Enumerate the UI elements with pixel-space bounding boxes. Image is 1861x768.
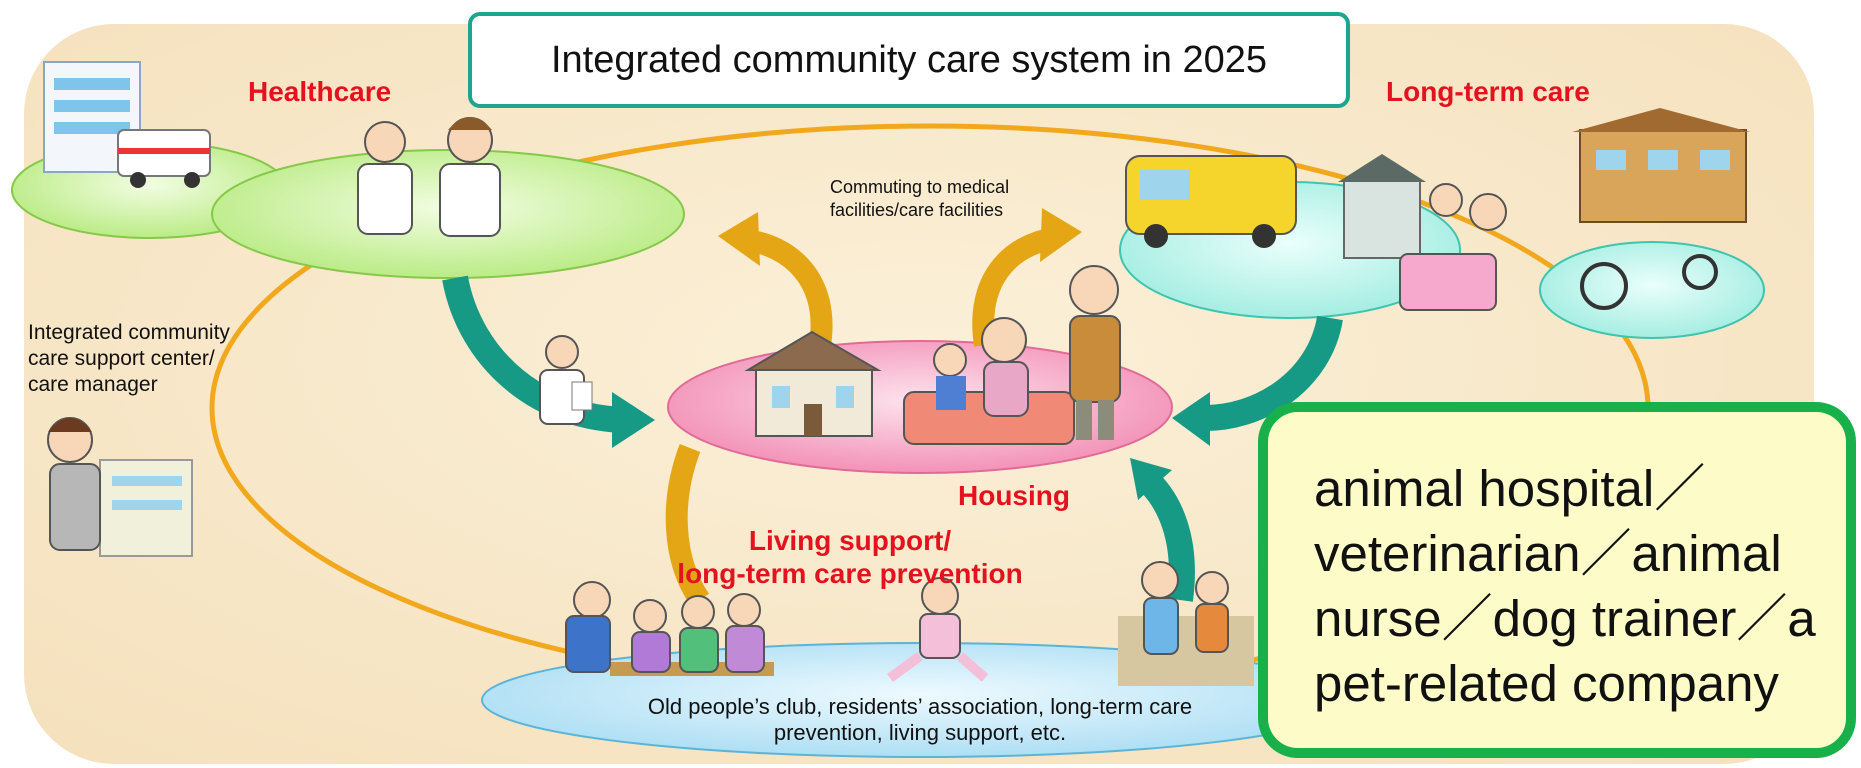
commuting-line-1: Commuting to medical (830, 177, 1010, 197)
arrow-commute-left-head (718, 212, 760, 266)
house-illustration (744, 330, 882, 437)
arrow-housing-to-living (665, 444, 710, 607)
commuting-line-2: facilities/care facilities (830, 200, 1004, 220)
community-groups-line-1: Old people’s club, residents’ associatio… (647, 694, 1193, 719)
pet-services-overlay-box: animal hospital／ veterinarian／animal nur… (1258, 402, 1856, 758)
helpers-illustration (1118, 561, 1254, 686)
long-term-care-label: Long-term care (1386, 76, 1590, 107)
living-support-label: Living support/ long-term care preventio… (650, 524, 1050, 590)
family-illustration (903, 265, 1121, 445)
care-ellipse-right (1539, 241, 1765, 339)
arrow-community-to-housing-head (1130, 458, 1172, 500)
overlay-line-2: veterinarian／animal (1314, 525, 1782, 582)
seniors-group-illustration (565, 581, 774, 676)
overlay-line-3: nurse／dog trainer／a (1314, 590, 1816, 647)
arrow-commute-right-head (1040, 208, 1082, 262)
living-support-line-1: Living support/ (748, 525, 952, 556)
arrow-care-to-housing (1199, 315, 1343, 432)
care-facility-illustration (1338, 154, 1507, 311)
visiting-doctor-illustration (539, 335, 593, 425)
housing-label: Housing (958, 480, 1070, 511)
arrow-commute-left (743, 229, 833, 347)
doctors-illustration (357, 117, 501, 237)
diagram-title: Integrated community care system in 2025 (468, 12, 1350, 108)
healthcare-label: Healthcare (248, 76, 392, 107)
support-center-line-3: care manager (28, 373, 158, 396)
community-groups-label: Old people’s club, residents’ associatio… (590, 694, 1250, 746)
arrow-healthcare-to-housing-head (612, 392, 655, 448)
care-van-illustration (1125, 155, 1297, 248)
diagram-title-text: Integrated community care system in 2025 (550, 38, 1267, 81)
support-center-label: Integrated community care support center… (28, 320, 230, 398)
nursing-home-illustration (1572, 108, 1750, 310)
community-groups-line-2: prevention, living support, etc. (773, 720, 1067, 745)
support-center-line-2: care support center/ (28, 347, 215, 370)
overlay-line-4: pet-related company (1314, 655, 1779, 712)
living-support-line-2: long-term care prevention (677, 558, 1023, 589)
ambulance-illustration (117, 129, 211, 188)
arrow-commute-right (972, 227, 1058, 347)
support-center-line-1: Integrated community (28, 321, 230, 344)
hospital-building-illustration (43, 61, 141, 173)
commuting-label: Commuting to medical facilities/care fac… (830, 176, 1009, 222)
exercising-senior-illustration (887, 577, 989, 683)
overlay-line-1: animal hospital／ (1314, 460, 1706, 517)
arrow-healthcare-to-housing (442, 275, 631, 433)
care-manager-illustration (47, 417, 193, 557)
arrow-care-to-housing-head (1172, 392, 1210, 446)
